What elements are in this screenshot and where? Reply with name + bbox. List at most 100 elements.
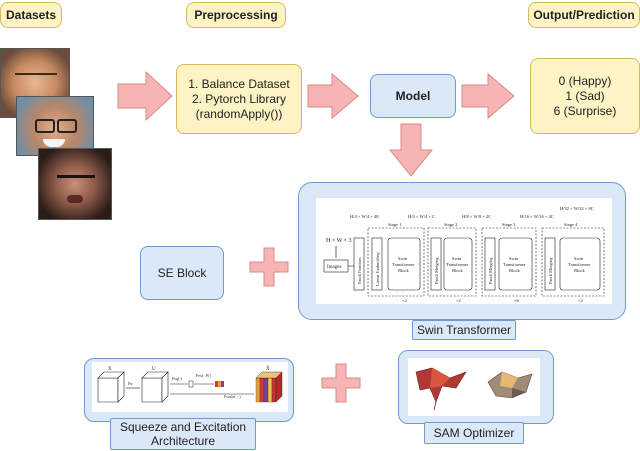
sharp-minimum-highlight <box>430 368 450 388</box>
dim-label-4: H/32 × W/32 × 8C <box>560 206 594 211</box>
fsq-label: Fsq(·) <box>172 376 182 381</box>
x-label: X <box>108 367 112 372</box>
swin-block-4 <box>559 237 601 291</box>
ftr-label: Ftr <box>128 381 133 386</box>
flat-minimum-shade <box>512 388 526 398</box>
u-label: U <box>152 367 156 372</box>
swin-block-4-line1: Swin <box>574 256 584 261</box>
output-class-happy: 0 (Happy) <box>558 73 612 88</box>
flat-minimum-highlight <box>500 372 518 388</box>
se-diagram-panel: X Ftr U Fsq(·) Fex(·,W) Fscale(·,·) X̃ <box>92 362 288 412</box>
face-image-2 <box>16 96 94 156</box>
face-mouth <box>43 139 65 147</box>
swin-block-2 <box>443 237 473 291</box>
stage-1-label: Stage 1 <box>388 222 401 227</box>
stage-1-frame <box>367 227 425 297</box>
stage-2-frame <box>427 227 477 297</box>
stage-2-label: Stage 2 <box>444 222 457 227</box>
cube-u-side <box>161 371 169 403</box>
dim-label-0: H/4 × W/4 × 48 <box>350 214 379 219</box>
output-cube-side <box>275 371 283 403</box>
swin-block-1-line1: Swin <box>398 256 408 261</box>
fex-label: Fex(·,W) <box>196 373 211 379</box>
output-class-sad: 1 (Sad) <box>565 88 605 103</box>
plus-icon-1 <box>249 247 289 287</box>
preprocessing-header: Preprocessing <box>186 2 286 28</box>
swin-block-2-line2: Transformer <box>446 262 469 267</box>
output-box: 0 (Happy) 1 (Sad) 6 (Surprise) <box>530 58 640 134</box>
stage-4-label: Stage 4 <box>564 222 578 227</box>
linear-embedding-box <box>371 237 383 291</box>
patch-merging-box-2 <box>484 237 496 291</box>
patch-partition-box <box>353 237 365 291</box>
face-image-3 <box>38 148 112 220</box>
glasses-icon-right <box>57 119 77 133</box>
x-tilde-label: X̃ <box>266 366 270 372</box>
se-block-box: SE Block <box>140 246 224 300</box>
sam-caption: SAM Optimizer <box>424 422 524 444</box>
output-class-surprise: 6 (Surprise) <box>553 103 617 118</box>
excitation-vector-3 <box>221 381 224 387</box>
output-slab-5 <box>271 377 277 403</box>
preprocessing-step-3: (randomApply()) <box>195 106 283 121</box>
excitation-vector-2 <box>218 381 221 387</box>
dim-label-1: H/4 × W/4 × C <box>408 214 435 219</box>
stage-3-label: Stage 3 <box>502 222 516 227</box>
arrow-right-2 <box>307 72 359 120</box>
patch-partition-label: Patch Partition <box>357 257 362 284</box>
patch-merging-label-1: Patch Merging <box>434 257 439 284</box>
repeat-label-2: ×2 <box>456 298 461 303</box>
repeat-label-4: ×2 <box>578 298 583 303</box>
swin-block-3-line2: Transformer <box>503 262 526 267</box>
se-caption-line2: Architecture <box>150 434 216 448</box>
se-architecture-caption: Squeeze and Excitation Architecture <box>110 418 256 450</box>
repeat-label-3: ×6 <box>514 298 520 303</box>
patch-merging-box-1 <box>430 237 442 291</box>
preprocessing-step-1: 1. Balance Dataset <box>188 76 290 91</box>
swin-block-3-line1: Swin <box>509 256 519 261</box>
datasets-header: Datasets <box>0 2 62 28</box>
arrow-right-3 <box>461 72 515 120</box>
patch-merging-label-2: Patch Merging <box>488 257 493 284</box>
dim-label-2: H/8 × W/8 × 2C <box>462 214 491 219</box>
swin-diagram-panel: H × W × 3 Images Patch Partition H/4 × W… <box>316 198 612 304</box>
patch-merging-box-3 <box>544 237 556 291</box>
face-mouth <box>67 195 83 203</box>
swin-block-1-line3: Block <box>398 268 409 273</box>
swin-block-3 <box>498 237 533 291</box>
fscale-label: Fscale(·,·) <box>224 394 241 400</box>
output-header: Output/Prediction <box>528 2 640 28</box>
se-architecture-diagram: X Ftr U Fsq(·) Fex(·,W) Fscale(·,·) X̃ <box>97 366 283 403</box>
glasses-icon <box>35 119 55 133</box>
swin-images-label: Images <box>327 265 341 270</box>
swin-block-4-line2: Transformer <box>568 262 591 267</box>
swin-block-2-line1: Swin <box>452 256 462 261</box>
swin-transformer-caption: Swin Transformer <box>412 320 516 340</box>
swin-block-4-line3: Block <box>574 268 585 273</box>
linear-embedding-label: Linear Embedding <box>375 252 380 286</box>
squeeze-vector <box>188 380 194 388</box>
sharp-minimum-spike <box>433 401 437 411</box>
sam-loss-landscape <box>415 367 533 411</box>
preprocessing-box: 1. Balance Dataset 2. Pytorch Library (r… <box>176 64 302 134</box>
model-box: Model <box>370 74 456 118</box>
cube-u-front <box>141 377 163 403</box>
se-caption-line1: Squeeze and Excitation <box>119 420 247 434</box>
cube-x-front <box>97 377 119 403</box>
arrow-right-1 <box>117 70 173 122</box>
swin-block-2-line3: Block <box>452 268 463 273</box>
swin-input-dim: H × W × 3 <box>326 238 352 244</box>
output-slab-3 <box>263 377 269 403</box>
stage-3-frame <box>481 227 537 297</box>
excitation-vector-1 <box>215 381 218 387</box>
sam-diagram-panel <box>408 358 540 416</box>
swin-architecture-diagram: H × W × 3 Images Patch Partition H/4 × W… <box>323 206 605 303</box>
stage-4-frame <box>541 227 605 297</box>
swin-block-3-line3: Block <box>509 268 520 273</box>
plus-icon-2 <box>321 363 361 403</box>
cube-x-side <box>117 371 125 403</box>
output-slab-2 <box>259 377 265 403</box>
face-eyes <box>15 73 57 83</box>
repeat-label-1: ×2 <box>402 298 407 303</box>
